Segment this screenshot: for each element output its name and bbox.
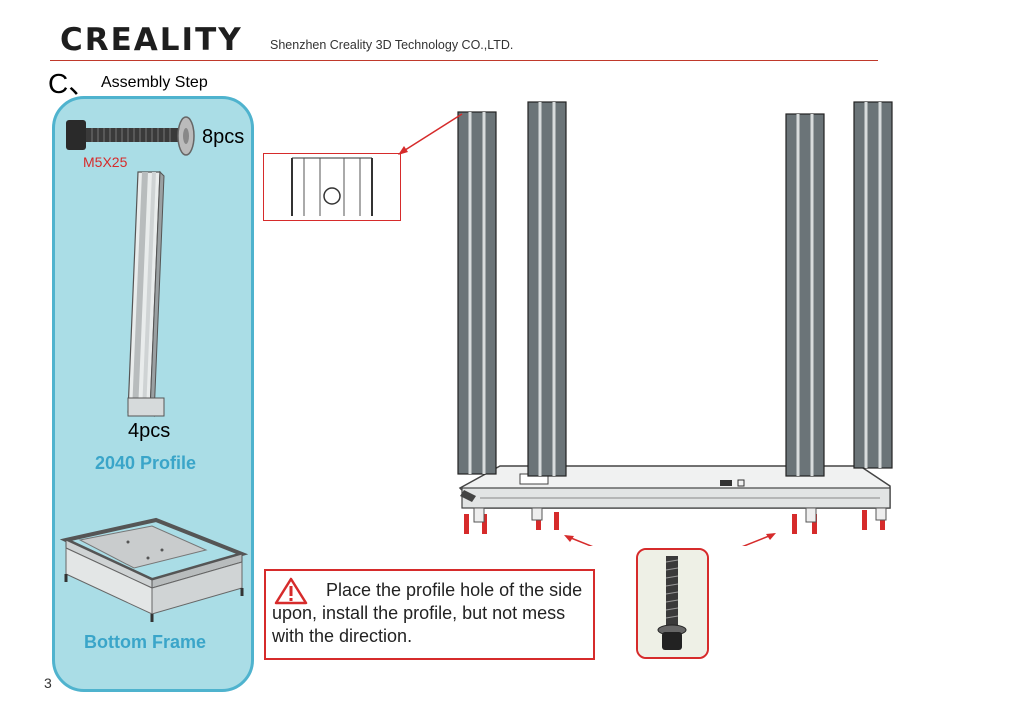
screw-illustration	[66, 116, 195, 156]
instruction-text: Place the profile hole of the side upon,…	[272, 580, 583, 646]
screw-size-label: M5X25	[83, 154, 128, 170]
assembly-illustration	[457, 101, 893, 546]
header-divider	[50, 60, 878, 61]
screw-quantity: 8pcs	[202, 126, 245, 148]
warning-icon	[274, 577, 308, 605]
callout-arrow	[398, 113, 463, 155]
step-letter: C、	[48, 68, 97, 99]
arrow-icon	[766, 533, 776, 540]
profile-illustration	[127, 170, 165, 418]
step-title: Assembly Step	[101, 74, 208, 91]
bottom-frame-illustration	[59, 517, 248, 622]
hole-detail-callout	[263, 153, 401, 221]
brand-logo: CREALITY	[60, 22, 243, 58]
page-number: 3	[44, 675, 52, 691]
company-name: Shenzhen Creality 3D Technology CO.,LTD.	[270, 38, 514, 52]
profile-quantity: 4pcs	[128, 420, 171, 442]
arrow-icon	[564, 535, 574, 542]
instruction-box: Place the profile hole of the side upon,…	[264, 569, 595, 660]
screw-detail-illustration	[638, 550, 707, 657]
profile-hole-detail	[291, 157, 373, 216]
screw-detail-box	[636, 548, 709, 659]
profile-name-label: 2040 Profile	[95, 453, 197, 473]
frame-name-label: Bottom Frame	[84, 632, 207, 652]
